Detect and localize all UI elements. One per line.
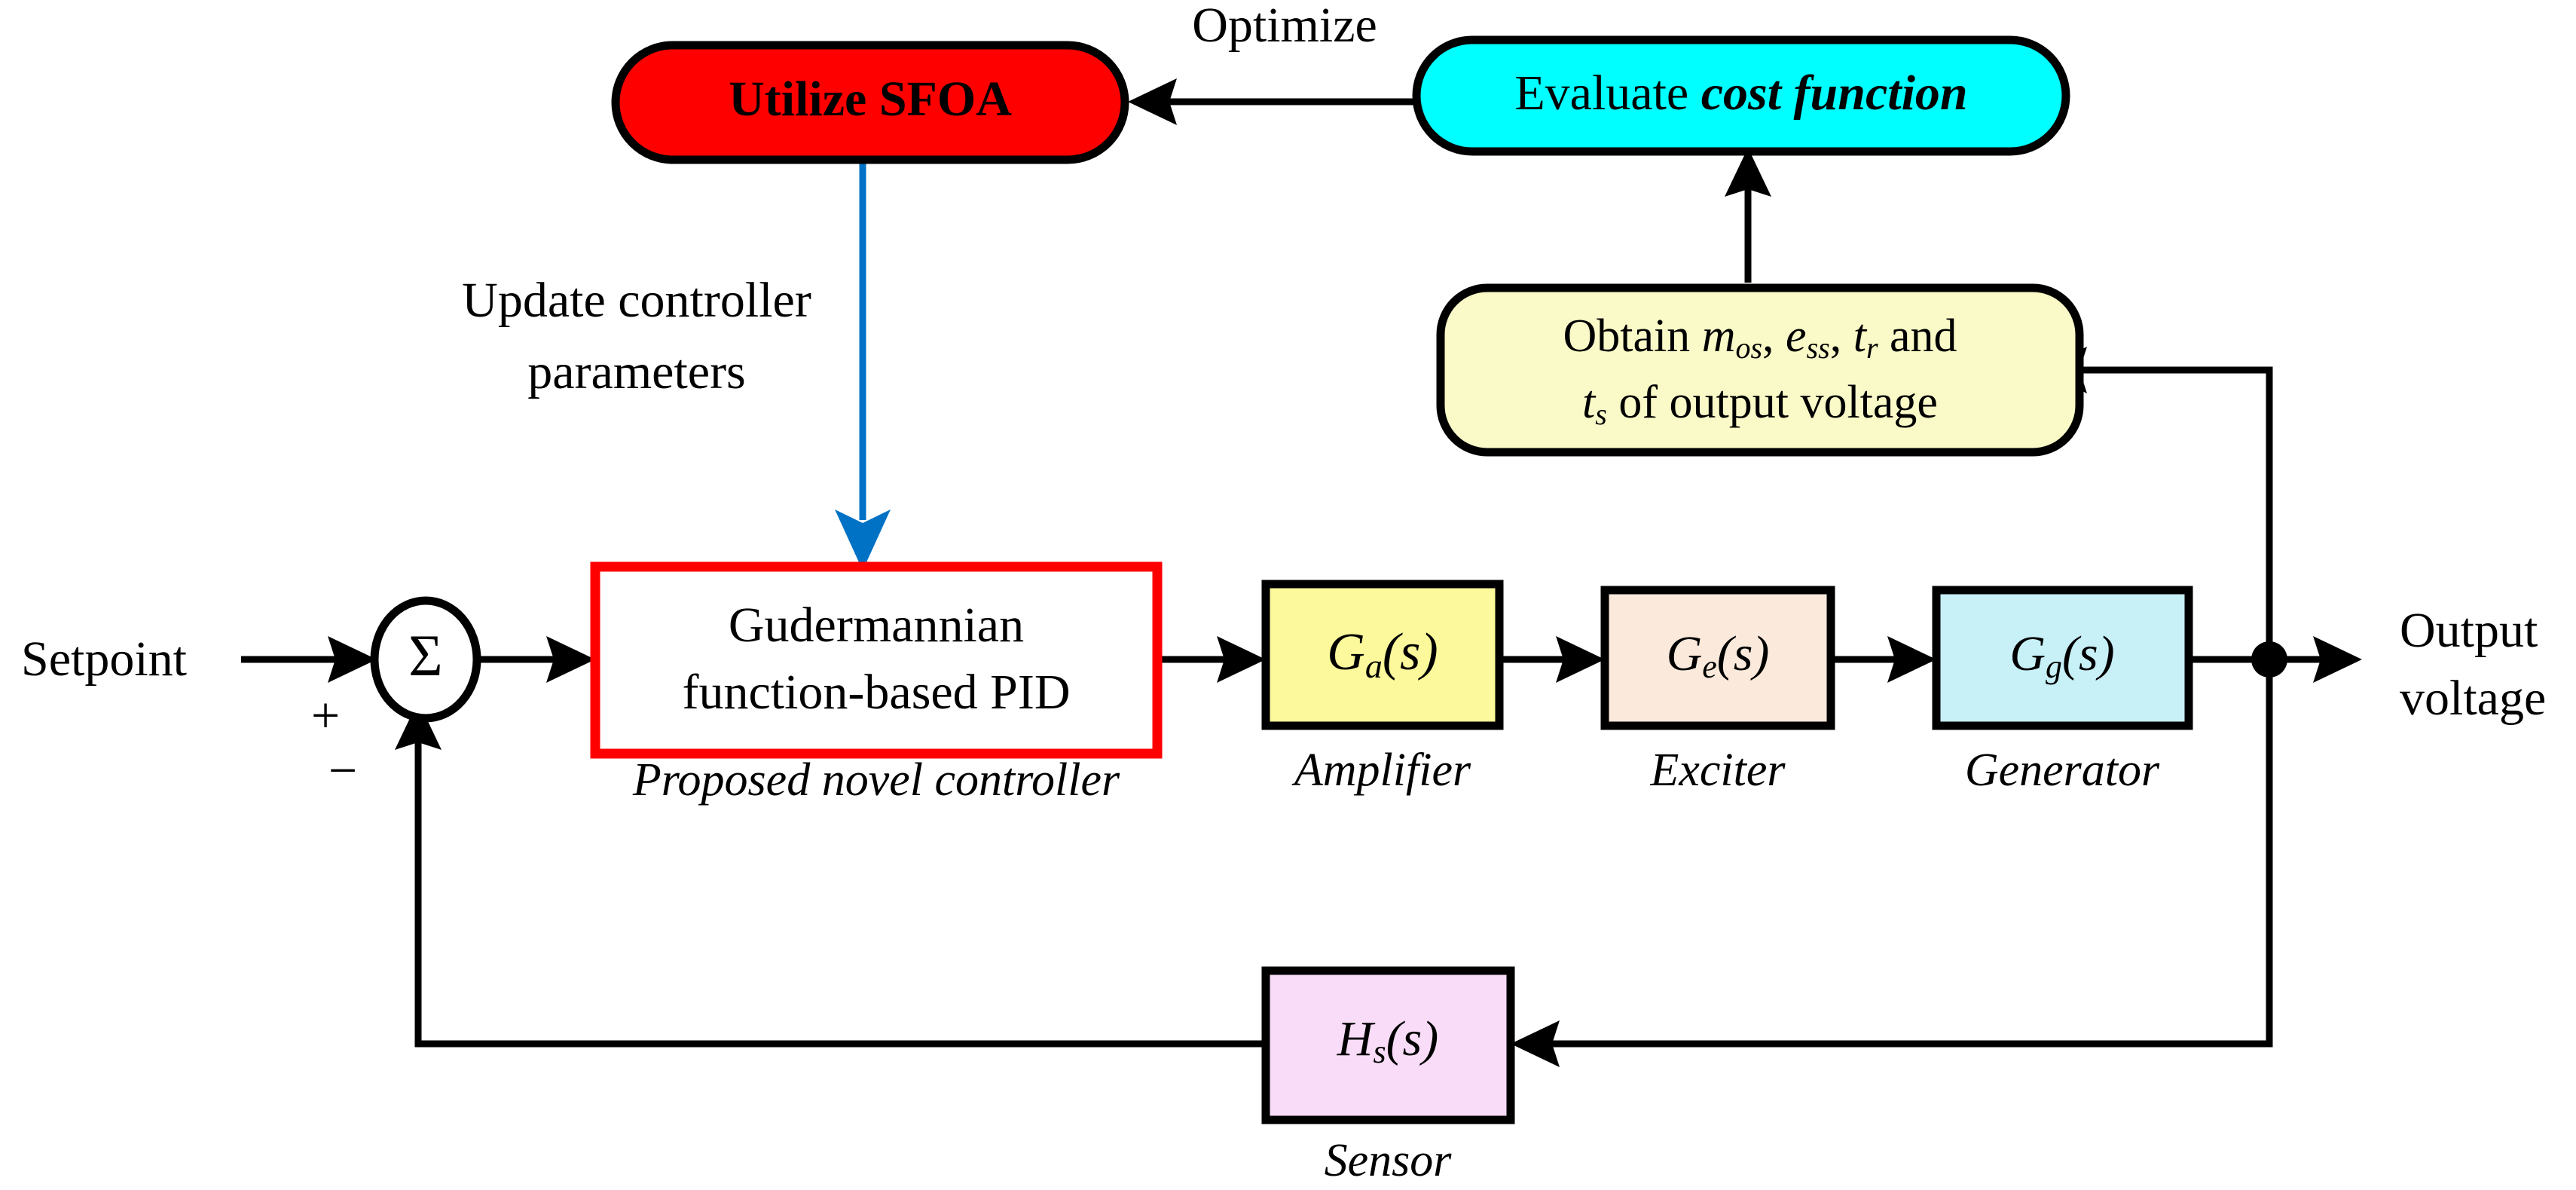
wire-sensor-to-sum	[395, 701, 1266, 1048]
arrowhead-sensor-to-sum	[395, 701, 442, 750]
arrowhead-update-parameters	[835, 509, 891, 571]
obtain-metric-1-sub: os	[1735, 331, 1762, 365]
arrowhead-output-to-sensor	[1511, 1020, 1560, 1067]
sensor-symbol-sub: s	[1373, 1033, 1386, 1070]
exciter-symbol-main: G	[1667, 626, 1703, 681]
summing-junction-symbol: Σ	[408, 623, 442, 688]
wire-obtain-to-cost	[1725, 148, 1771, 283]
generator-block[interactable]: Gg(s) Generator	[1932, 586, 2193, 796]
exciter-block[interactable]: Ge(s) Exciter	[1600, 586, 1835, 796]
sensor-symbol-arg: (s)	[1386, 1011, 1439, 1066]
update-parameters-label: Update controller parameters	[462, 273, 811, 399]
wire-output-to-sensor	[1511, 659, 2273, 1067]
wire-generator-to-output	[2189, 636, 2362, 683]
generator-symbol-arg: (s)	[2062, 626, 2115, 681]
setpoint-label: Setpoint	[21, 632, 187, 687]
arrowhead-amplifier-to-exciter	[1556, 636, 1605, 683]
obtain-metrics-line2: ts of output voltage	[1582, 377, 1938, 431]
amplifier-symbol-main: G	[1327, 623, 1365, 681]
amplifier-caption: Amplifier	[1291, 745, 1471, 796]
arrowhead-controller-to-amplifier	[1217, 636, 1266, 683]
amplifier-symbol-sub: a	[1365, 647, 1383, 685]
obtain-line2-suffix: of output voltage	[1607, 377, 1938, 428]
amplifier-symbol-arg: (s)	[1383, 623, 1438, 681]
sensor-symbol-main: H	[1337, 1011, 1376, 1066]
arrowhead-error-signal	[546, 636, 595, 683]
arrowhead-obtain-to-cost	[1725, 148, 1771, 197]
obtain-sep-1: ,	[1762, 311, 1786, 362]
exciter-symbol-arg: (s)	[1717, 626, 1770, 681]
cost-function-emphasis-part: cost function	[1701, 66, 1968, 121]
sensor-caption: Sensor	[1325, 1135, 1453, 1186]
exciter-symbol: Ge(s)	[1667, 626, 1770, 685]
wire-update-parameters	[835, 160, 891, 571]
output-voltage-line1: Output	[2400, 603, 2538, 658]
obtain-metric-1: m	[1702, 311, 1736, 362]
arrowhead-output	[2313, 636, 2362, 683]
cost-function-plain-part: Evaluate	[1514, 66, 1701, 121]
controller-line1: Gudermannian	[729, 598, 1024, 653]
generator-symbol: Gg(s)	[2009, 626, 2114, 685]
amplifier-block[interactable]: Ga(s) Amplifier	[1261, 580, 1504, 796]
wire-optimize	[1128, 78, 1416, 125]
exciter-caption: Exciter	[1649, 745, 1786, 796]
controller-caption: Proposed novel controller	[632, 754, 1120, 806]
controller-box[interactable]: Gudermannian function-based PID Proposed…	[590, 561, 1163, 806]
obtain-prefix: Obtain	[1563, 311, 1701, 362]
cost-function-box-label: Evaluate cost function	[1514, 66, 1967, 121]
sensor-block[interactable]: Hs(s) Sensor	[1261, 966, 1515, 1186]
cost-function-box[interactable]: Evaluate cost function	[1412, 35, 2070, 156]
update-parameters-line2: parameters	[527, 344, 746, 399]
controller-line2: function-based PID	[682, 665, 1070, 720]
arrowhead-setpoint	[328, 636, 377, 683]
sfoa-box[interactable]: Utilize SFOA	[611, 41, 1129, 164]
summing-junction-minus-sign: −	[328, 742, 357, 799]
sensor-symbol: Hs(s)	[1337, 1011, 1438, 1070]
obtain-metric-3-sub: r	[1866, 331, 1878, 365]
optimize-link-label: Optimize	[1192, 0, 1377, 53]
summing-junction[interactable]: Σ + −	[311, 596, 481, 799]
obtain-metric-2: e	[1786, 311, 1807, 362]
obtain-metric-3: t	[1853, 311, 1868, 362]
amplifier-symbol: Ga(s)	[1327, 623, 1438, 685]
arrowhead-optimize	[1128, 78, 1177, 125]
obtain-metric-2-sub: ss	[1807, 331, 1830, 365]
wire-controller-to-amplifier	[1157, 636, 1266, 683]
update-parameters-line1: Update controller	[462, 273, 811, 328]
generator-symbol-main: G	[2009, 626, 2046, 681]
sfoa-box-label: Utilize SFOA	[729, 72, 1012, 127]
obtain-metrics-box[interactable]: Obtain mos, ess, tr and ts of output vol…	[1436, 283, 2084, 457]
obtain-metric-4-sub: s	[1595, 397, 1607, 431]
wire-setpoint	[241, 636, 377, 683]
wire-error-signal	[475, 636, 595, 683]
summing-junction-plus-sign: +	[311, 687, 340, 744]
generator-caption: Generator	[1965, 745, 2160, 796]
wire-amplifier-to-exciter	[1499, 636, 1605, 683]
obtain-metric-4: t	[1582, 377, 1597, 428]
arrowhead-exciter-to-generator	[1887, 636, 1936, 683]
output-voltage-label: Output voltage	[2400, 603, 2546, 726]
obtain-sep-2: ,	[1830, 311, 1853, 362]
exciter-symbol-sub: e	[1702, 648, 1717, 685]
output-voltage-line2: voltage	[2400, 671, 2546, 726]
obtain-line1-suffix: and	[1878, 311, 1957, 362]
generator-symbol-sub: g	[2046, 648, 2062, 685]
obtain-metrics-line1: Obtain mos, ess, tr and	[1563, 311, 1957, 365]
wire-exciter-to-generator	[1831, 636, 1936, 683]
